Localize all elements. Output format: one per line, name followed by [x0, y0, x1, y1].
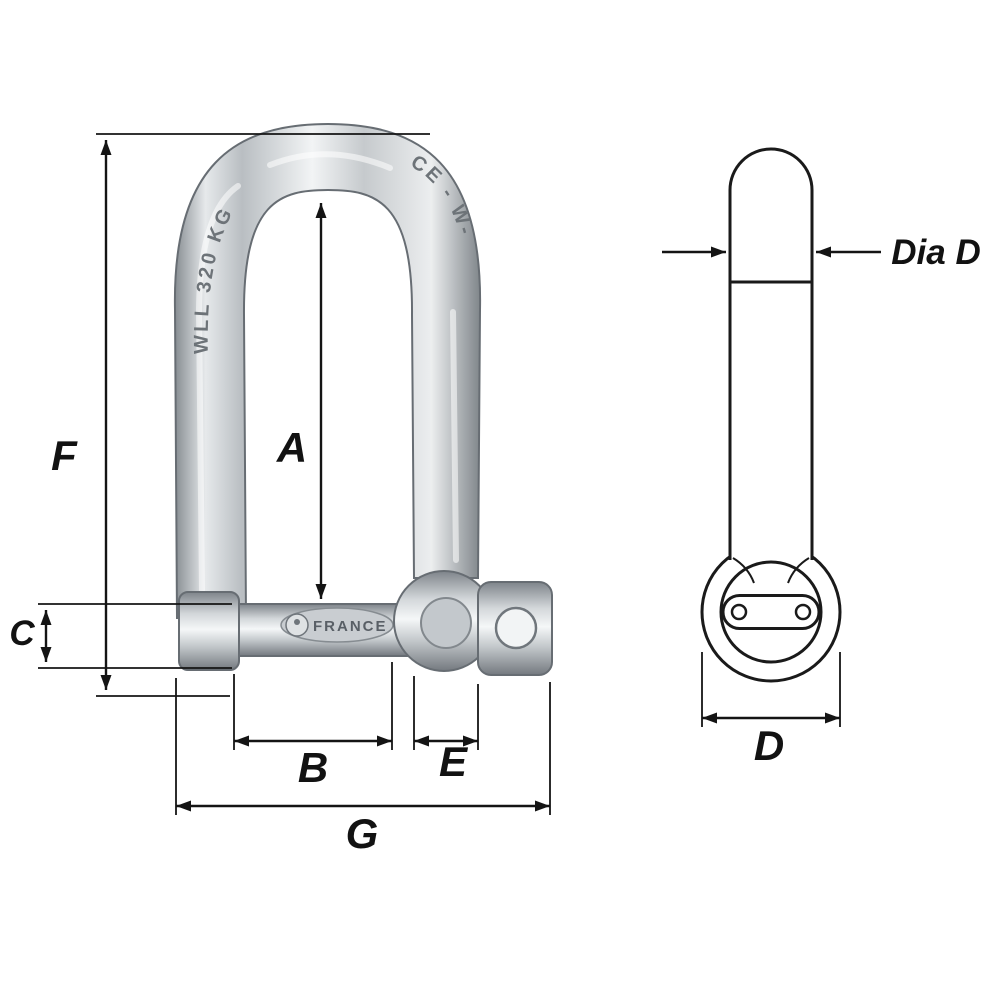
dim-label-e: E — [439, 738, 469, 785]
bar-end-left — [730, 603, 748, 621]
pin-side-view — [700, 147, 842, 683]
dim-label-d: D — [754, 722, 784, 769]
pin-end-face — [420, 597, 472, 649]
dim-C: C — [9, 603, 232, 669]
brand-stamp-text: FRANCE — [313, 618, 388, 635]
dim-label-dia-d: Dia D — [891, 233, 980, 272]
lanyard-hole — [494, 606, 538, 650]
pin-assembly: FRANCE — [178, 570, 553, 676]
brand-stamp: FRANCE — [280, 607, 394, 643]
bar-end-right — [794, 603, 812, 621]
leg-highlight-right — [450, 309, 459, 563]
dim-label-a: A — [276, 424, 307, 471]
pin-head-collar — [178, 591, 240, 671]
dim-label-f: F — [51, 432, 78, 479]
front-view: WLL 320 KG CE - W- FRANCE — [9, 122, 553, 857]
dim-D: D — [701, 652, 841, 769]
dim-label-c: C — [9, 614, 35, 653]
leg-highlight-left — [195, 183, 241, 593]
dim-label-g: G — [346, 810, 379, 857]
dim-dia-d: Dia D — [662, 233, 981, 272]
pin-shaft-outline — [728, 147, 814, 560]
dim-E: E — [413, 676, 479, 785]
brand-logo-dot — [294, 619, 300, 625]
shackle-body: WLL 320 KG CE - W- — [173, 122, 482, 619]
dim-label-b: B — [298, 744, 328, 791]
dim-B: B — [233, 662, 393, 791]
eye-inner-circle — [719, 560, 823, 664]
side-view: Dia D D — [662, 147, 981, 769]
shackle-bow — [173, 122, 482, 619]
dim-A: A — [276, 203, 327, 599]
stamp-oval — [280, 607, 394, 643]
eye-cross-bar — [721, 594, 821, 630]
bow-highlight — [267, 151, 393, 171]
dim-G: G — [175, 678, 551, 857]
eye-fillet-left — [732, 557, 755, 584]
dim-F: F — [51, 133, 430, 697]
dimensions-front: F A C B E — [9, 133, 551, 857]
dimensions-side: Dia D D — [662, 233, 981, 769]
eye-fillet-right — [787, 557, 810, 584]
